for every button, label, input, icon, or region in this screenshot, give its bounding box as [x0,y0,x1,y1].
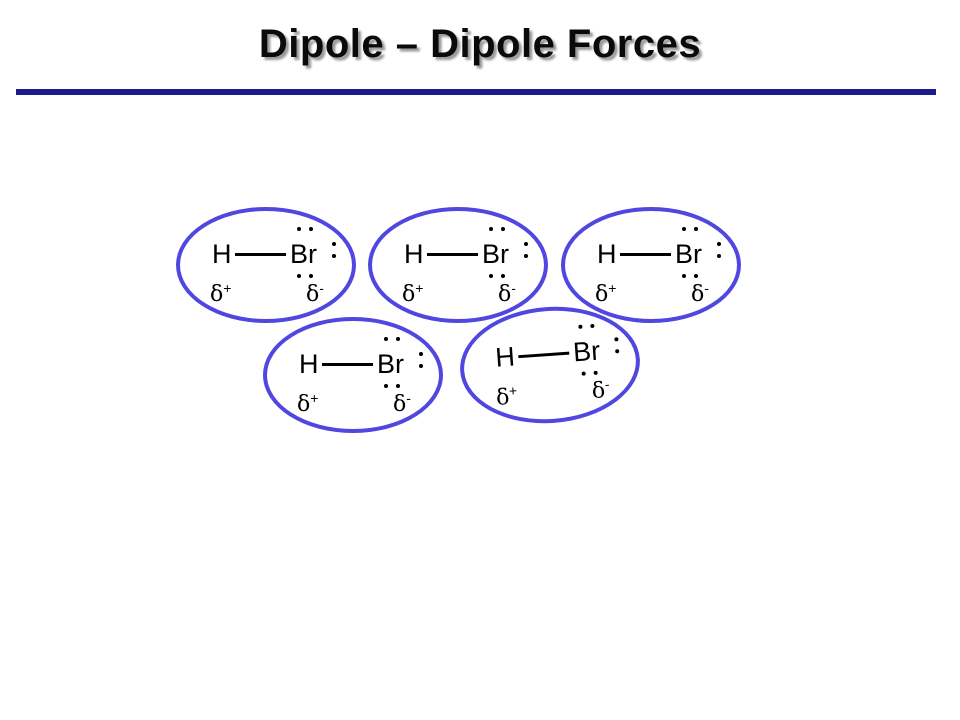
lone-pair-dot [297,274,301,278]
lone-pair-dot [501,227,505,231]
bromine-atom: Br [482,239,509,269]
lone-pair-dot [524,254,528,258]
bromine-atom: Br [377,349,404,379]
lone-pair-dot [614,337,619,342]
lone-pair-dot [615,349,620,354]
lone-pair-dot [717,254,721,258]
hbr-molecule: H Br δ+ δ- [176,207,356,323]
partial-negative-charge: δ- [306,280,324,307]
partial-negative-charge: δ- [691,280,709,307]
slide-title: Dipole – Dipole Forces [258,22,702,66]
hydrogen-atom: H [212,239,232,269]
lone-pair-dot [682,274,686,278]
lone-pair-dot [489,274,493,278]
lone-pair-dot [419,352,423,356]
lone-pair-dot [694,227,698,231]
lone-pair-dot [593,370,598,375]
covalent-bond [620,253,671,256]
covalent-bond [235,253,286,256]
lone-pair-dot [332,242,336,246]
partial-positive-charge: δ+ [210,280,232,307]
bromine-atom: Br [290,239,317,269]
lone-pair-dot [396,337,400,341]
lone-pair-dot [332,254,336,258]
lone-pair-dot [384,384,388,388]
hbr-molecule: H Br δ+ δ- [561,207,741,323]
lone-pair-dot [419,364,423,368]
partial-positive-charge: δ+ [402,280,424,307]
partial-positive-charge: δ+ [495,382,518,411]
partial-positive-charge: δ+ [297,390,319,417]
lone-pair-dot [581,371,586,376]
lone-pair-dot [578,324,583,329]
lone-pair-dot [590,323,595,329]
hbr-molecule: H Br δ+ δ- [368,207,548,323]
lone-pair-dot [489,227,493,231]
lone-pair-dot [717,242,721,246]
hbr-molecule: H Br δ+ δ- [263,317,443,433]
lone-pair-dot [384,337,388,341]
hydrogen-atom: H [597,239,617,269]
lone-pair-dot [694,274,698,278]
title-underline [16,89,936,95]
hydrogen-atom: H [299,349,319,379]
lone-pair-dot [309,274,313,278]
covalent-bond [427,253,478,256]
covalent-bond [322,363,373,366]
lone-pair-dot [501,274,505,278]
lone-pair-dot [297,227,301,231]
partial-negative-charge: δ- [591,375,610,405]
hydrogen-atom: H [404,239,424,269]
bromine-atom: Br [675,239,702,269]
partial-positive-charge: δ+ [595,280,617,307]
partial-negative-charge: δ- [393,390,411,417]
hydrogen-atom: H [494,341,516,373]
lone-pair-dot [682,227,686,231]
covalent-bond [518,351,570,359]
lone-pair-dot [309,227,313,231]
partial-negative-charge: δ- [498,280,516,307]
lone-pair-dot [524,242,528,246]
bromine-atom: Br [572,335,602,368]
lone-pair-dot [396,384,400,388]
